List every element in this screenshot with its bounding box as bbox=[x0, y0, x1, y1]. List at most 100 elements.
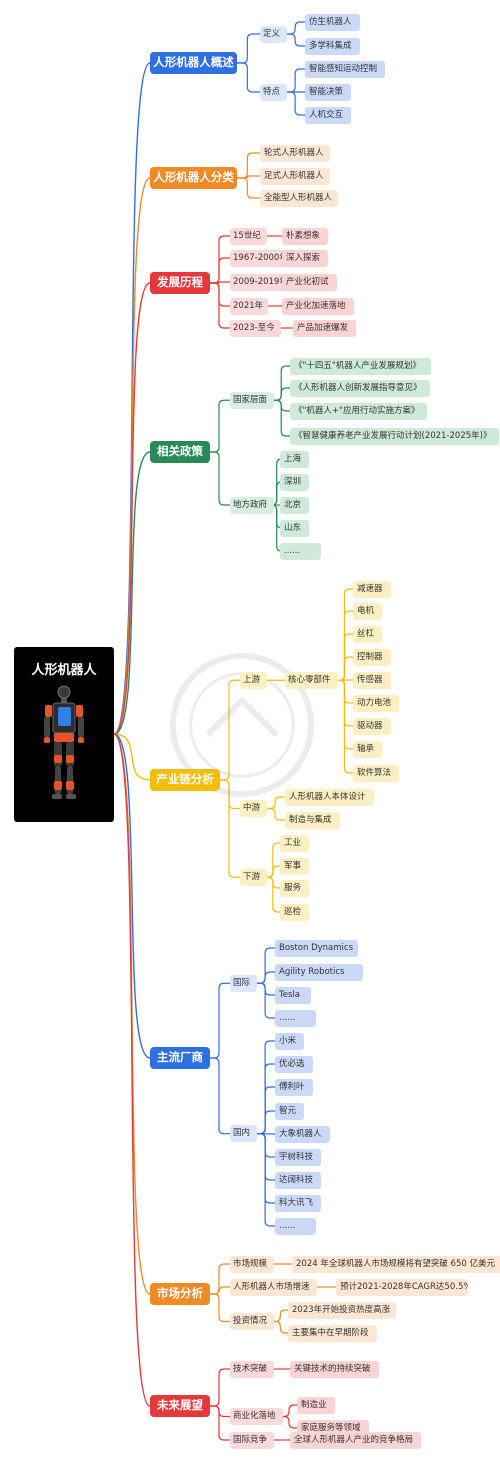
leaf-node[interactable]: 《"机器人+"应用行动实施方案》 bbox=[290, 402, 427, 420]
leaf-node[interactable]: ...... bbox=[275, 1217, 316, 1235]
leaf-node[interactable]: 全能型人形机器人 bbox=[260, 189, 338, 207]
connector-line bbox=[237, 62, 260, 93]
sub-node[interactable]: 地方政府 bbox=[230, 496, 274, 514]
leaf-node[interactable]: 《"十四五"机器人产业发展规划》 bbox=[290, 357, 431, 375]
leaf-node[interactable]: 服务 bbox=[280, 879, 309, 897]
main-node-5[interactable]: 产业链分析 bbox=[150, 769, 220, 791]
leaf-node[interactable]: 《人形机器人创新发展指导意见》 bbox=[290, 379, 430, 397]
leaf-node[interactable]: 智能感知运动控制 bbox=[305, 60, 385, 78]
leaf-node[interactable]: 主要集中在早期阶段 bbox=[288, 1324, 377, 1342]
sub-node[interactable]: 中游 bbox=[240, 800, 267, 817]
leaf-node[interactable]: 关键技术的持续突破 bbox=[290, 1360, 379, 1378]
leaf-node[interactable]: ...... bbox=[275, 1009, 316, 1027]
sub-node[interactable]: 投资情况 bbox=[230, 1313, 274, 1330]
sub-node[interactable]: 商业化落地 bbox=[230, 1408, 283, 1425]
main-node-3[interactable]: 发展历程 bbox=[150, 272, 210, 294]
sub-node[interactable]: 国际竞争 bbox=[230, 1431, 274, 1449]
sub-node[interactable]: 人形机器人市场增速 bbox=[230, 1278, 317, 1296]
leaf-node[interactable]: 仿生机器人 bbox=[305, 13, 360, 31]
leaf-node[interactable]: 大象机器人 bbox=[275, 1125, 330, 1143]
leaf-node[interactable]: 动力电池 bbox=[353, 694, 399, 712]
sub-node[interactable]: 国际 bbox=[230, 974, 257, 992]
main-node-4[interactable]: 相关政策 bbox=[150, 441, 210, 463]
leaf-node[interactable]: 工业 bbox=[280, 834, 309, 852]
main-node-2[interactable]: 人形机器人分类 bbox=[150, 167, 237, 189]
sub-node[interactable]: 市场规模 bbox=[230, 1255, 274, 1273]
leaf-node[interactable]: Tesla bbox=[275, 986, 311, 1004]
leaf-node[interactable]: 软件算法 bbox=[353, 764, 399, 782]
leaf-node[interactable]: 宇树科技 bbox=[275, 1148, 321, 1166]
leaf-node-label: 《智慧健康养老产业发展行动计划(2021-2025年)》 bbox=[294, 430, 492, 441]
leaf-node-label: 智能感知运动控制 bbox=[309, 63, 378, 74]
leaf-node[interactable]: 北京 bbox=[280, 496, 309, 514]
leaf-node[interactable]: 减速器 bbox=[353, 580, 391, 598]
sub-node[interactable]: 1967-2000年 bbox=[230, 249, 292, 267]
sub-node[interactable]: 15世纪 bbox=[230, 227, 267, 245]
leaf-node[interactable]: 制造业 bbox=[297, 1396, 335, 1414]
sub-node-label: 技术突破 bbox=[233, 1363, 268, 1374]
leaf-node[interactable]: 传感器 bbox=[353, 671, 391, 689]
leaf-node[interactable]: 电机 bbox=[353, 602, 382, 620]
main-node-6[interactable]: 主流厂商 bbox=[150, 1047, 210, 1069]
leaf-node[interactable]: 制造与集成 bbox=[285, 811, 340, 829]
leaf-node[interactable]: 2024 年全球机器人市场规模将有望突破 650 亿美元 bbox=[292, 1255, 500, 1273]
leaf-node[interactable]: 丝杠 bbox=[353, 625, 382, 643]
leaf-node[interactable]: Boston Dynamics bbox=[275, 939, 359, 957]
sub-node[interactable]: 下游 bbox=[240, 868, 267, 886]
leaf-node[interactable]: 轮式人形机器人 bbox=[260, 144, 330, 162]
main-node-8[interactable]: 未来展望 bbox=[150, 1395, 210, 1417]
connector-line bbox=[210, 982, 230, 1059]
sub-node[interactable]: 2021年 bbox=[230, 297, 268, 315]
leaf-node[interactable]: 预计2021-2028年CAGR达50.5% bbox=[336, 1278, 468, 1296]
sub-node[interactable]: 上游 bbox=[240, 671, 267, 689]
leaf-node[interactable]: 达阔科技 bbox=[275, 1171, 321, 1189]
leaf-node[interactable]: 优必选 bbox=[275, 1055, 313, 1073]
leaf-node[interactable]: 上海 bbox=[280, 450, 309, 468]
leaf-node[interactable]: 2023年开始投资热度高涨 bbox=[288, 1301, 396, 1319]
leaf-node[interactable]: Agility Robotics bbox=[275, 963, 364, 981]
root-node[interactable]: 人形机器人 bbox=[14, 647, 114, 822]
leaf-node[interactable]: 巡检 bbox=[280, 903, 309, 921]
leaf-node[interactable]: 军事 bbox=[280, 857, 309, 875]
sub-node[interactable]: 特点 bbox=[260, 83, 287, 101]
main-node-7[interactable]: 市场分析 bbox=[150, 1283, 210, 1305]
sub-node[interactable]: 技术突破 bbox=[230, 1360, 274, 1378]
leaf-node[interactable]: 足式人形机器人 bbox=[260, 167, 330, 185]
sub-node-label: 地方政府 bbox=[233, 499, 268, 510]
leaf-node[interactable]: 深圳 bbox=[280, 473, 309, 491]
sub-node-label: 2021年 bbox=[233, 300, 264, 311]
leaf-node[interactable]: 深入探索 bbox=[282, 249, 328, 267]
leaf-node[interactable]: 科大讯飞 bbox=[275, 1194, 321, 1212]
leaf-node-label: 朴素想象 bbox=[286, 230, 321, 241]
leaf-node[interactable]: 控制器 bbox=[353, 648, 391, 666]
leaf-node[interactable]: 产业化初试 bbox=[282, 273, 337, 291]
sub-node[interactable]: 2009-2019年 bbox=[230, 273, 292, 291]
leaf-node-label: 驱动器 bbox=[357, 720, 383, 731]
leaf-node[interactable]: 轴承 bbox=[353, 740, 382, 758]
leaf-node[interactable]: 产品加速爆发 bbox=[293, 319, 356, 337]
connector-line bbox=[210, 1057, 230, 1135]
leaf-node[interactable]: 驱动器 bbox=[353, 717, 391, 735]
leaf-node[interactable]: ...... bbox=[280, 542, 321, 560]
sub-node-label: 人形机器人市场增速 bbox=[233, 1281, 310, 1292]
sub-node[interactable]: 定义 bbox=[260, 25, 287, 43]
leaf-node[interactable]: 全球人形机器人产业的竞争格局 bbox=[290, 1431, 421, 1449]
leaf-node[interactable]: 小米 bbox=[275, 1032, 304, 1050]
leaf-node[interactable]: 傅利叶 bbox=[275, 1078, 313, 1096]
leaf-node[interactable]: 多学科集成 bbox=[305, 37, 360, 55]
leaf-node[interactable]: 智元 bbox=[275, 1102, 304, 1120]
sub-node[interactable]: 国家层面 bbox=[230, 391, 274, 409]
sub-node[interactable]: 核心零部件 bbox=[285, 671, 338, 689]
leaf-node[interactable]: 人机交互 bbox=[305, 106, 351, 124]
leaf-node[interactable]: 朴素想象 bbox=[282, 227, 328, 245]
leaf-node[interactable]: 智能决策 bbox=[305, 83, 351, 101]
leaf-node[interactable]: 人形机器人本体设计 bbox=[285, 788, 374, 806]
leaf-node[interactable]: 山东 bbox=[280, 519, 309, 537]
leaf-node[interactable]: 产业化加速落地 bbox=[282, 297, 354, 315]
sub-node[interactable]: 2023-至今 bbox=[230, 319, 281, 337]
sub-node[interactable]: 国内 bbox=[230, 1125, 257, 1143]
leaf-node-label: 山东 bbox=[284, 522, 302, 533]
sub-node-label: 商业化落地 bbox=[233, 1411, 276, 1422]
main-node-1[interactable]: 人形机器人概述 bbox=[150, 52, 237, 74]
leaf-node[interactable]: 《智慧健康养老产业发展行动计划(2021-2025年)》 bbox=[290, 427, 499, 445]
